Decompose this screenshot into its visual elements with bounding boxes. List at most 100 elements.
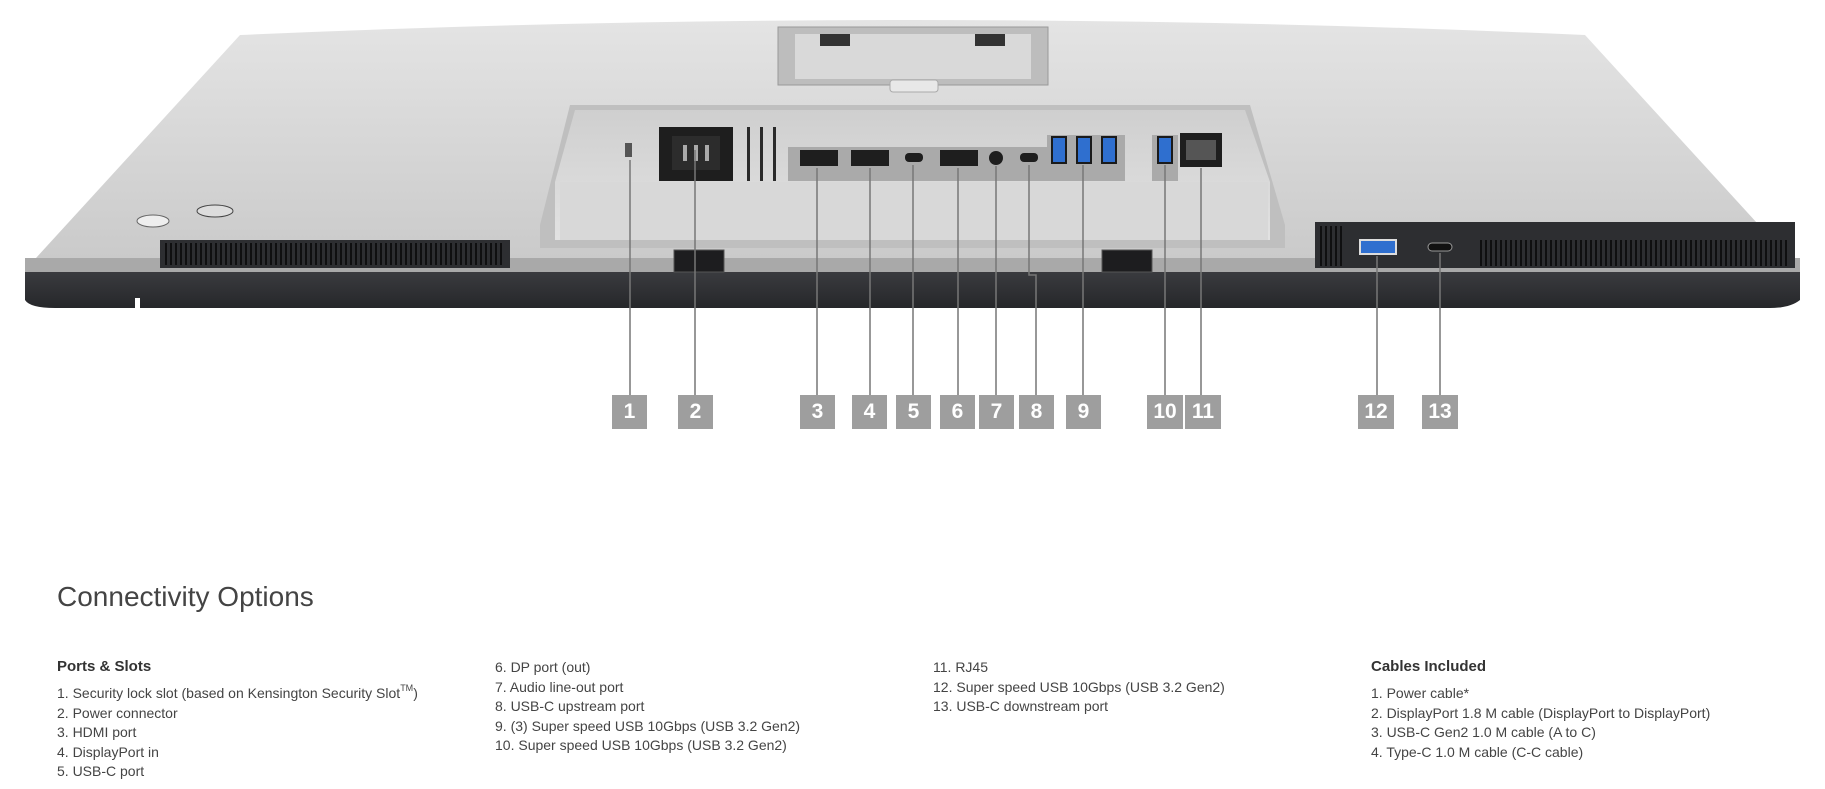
- vent-slat: [1580, 240, 1582, 266]
- vent-slat: [285, 243, 287, 265]
- callout-12: 12: [1358, 395, 1394, 429]
- vent-slat: [350, 243, 352, 265]
- vent-slat: [1695, 240, 1697, 266]
- vent-slat: [1515, 240, 1517, 266]
- vent-slat: [1780, 240, 1782, 266]
- vent-slat: [1565, 240, 1567, 266]
- cables-column: Cables Included 1. Power cable* 2. Displ…: [1371, 658, 1710, 762]
- vent-slat: [410, 243, 412, 265]
- vent-slat: [395, 243, 397, 265]
- usb-c-upstream: [1020, 153, 1038, 162]
- vent-slat: [1765, 240, 1767, 266]
- callout-3: 3: [800, 395, 835, 429]
- vent-slat: [1775, 240, 1777, 266]
- vent-slat: [1335, 226, 1337, 266]
- vent-slat: [1535, 240, 1537, 266]
- cables-title: Cables Included: [1371, 658, 1487, 675]
- vent-slat: [205, 243, 207, 265]
- usb-a-port-1: [1051, 136, 1067, 164]
- vent-slat: [1730, 240, 1732, 266]
- vent-slat: [1610, 240, 1612, 266]
- vent-slat: [445, 243, 447, 265]
- vent-slat: [475, 243, 477, 265]
- vent-slat: [215, 243, 217, 265]
- vent-slat: [310, 243, 312, 265]
- vent-slat: [1720, 240, 1722, 266]
- ports-column-1: Ports & Slots 1. Security lock slot (bas…: [57, 658, 418, 782]
- vent-slat: [1620, 240, 1622, 266]
- vent-slat: [1550, 240, 1552, 266]
- vent-slat: [1630, 240, 1632, 266]
- vent-slat: [1570, 240, 1572, 266]
- vent-slat: [280, 243, 282, 265]
- vent-slat: [1685, 240, 1687, 266]
- vent-slat: [1520, 240, 1522, 266]
- vent-slat: [180, 243, 182, 265]
- list-item: 10. Super speed USB 10Gbps (USB 3.2 Gen2…: [495, 737, 787, 753]
- callout-4: 4: [852, 395, 887, 429]
- vent-slat: [1545, 240, 1547, 266]
- vent-slat: [1605, 240, 1607, 266]
- side-usb-c-port: [1427, 242, 1453, 252]
- vent-slat: [480, 243, 482, 265]
- vent-slat: [1560, 240, 1562, 266]
- vent-slat: [1645, 240, 1647, 266]
- vent-slat: [1490, 240, 1492, 266]
- vent-slat: [1485, 240, 1487, 266]
- list-item: 4. Type-C 1.0 M cable (C-C cable): [1371, 743, 1584, 760]
- usb-a-port-10: [1157, 136, 1173, 164]
- callout-2: 2: [678, 395, 713, 429]
- vent-slat: [245, 243, 247, 265]
- vent-slat: [260, 243, 262, 265]
- vent-slat: [435, 243, 437, 265]
- vent-slat: [1770, 240, 1772, 266]
- displayport-in: [851, 150, 889, 166]
- usb-a-port-2: [1076, 136, 1092, 164]
- list-item: 11. RJ45: [933, 659, 988, 675]
- usb-c-port: [905, 153, 923, 162]
- vent-slat: [170, 243, 172, 265]
- security-lock-slot: [625, 143, 632, 157]
- vent-slat: [1705, 240, 1707, 266]
- list-item: 12. Super speed USB 10Gbps (USB 3.2 Gen2…: [933, 678, 1225, 695]
- vent-slat: [1540, 240, 1542, 266]
- vent-slat: [425, 243, 427, 265]
- list-item: 9. (3) Super speed USB 10Gbps (USB 3.2 G…: [495, 717, 801, 734]
- list-item: 4. DisplayPort in: [57, 743, 159, 760]
- ports-list-2: 6. DP port (out) 7. Audio line-out port …: [495, 658, 800, 756]
- side-usb-a-port: [1359, 239, 1397, 255]
- list-item: 3. HDMI port: [57, 724, 137, 740]
- vent-slat: [1590, 240, 1592, 266]
- vent-slat: [1655, 240, 1657, 266]
- list-item: 8. USB-C upstream port: [495, 698, 645, 714]
- vent-slat: [1755, 240, 1757, 266]
- vent-slat: [230, 243, 232, 265]
- vent-slat: [295, 243, 297, 265]
- vent-slat: [1500, 240, 1502, 266]
- list-item: 3. USB-C Gen2 1.0 M cable (A to C): [1371, 724, 1596, 740]
- vent-slat: [1675, 240, 1677, 266]
- vent-slat: [365, 243, 367, 265]
- vent-slat: [200, 243, 202, 265]
- vent-slat: [1505, 240, 1507, 266]
- callout-leader-lines: [629, 150, 1441, 395]
- vent-slat: [250, 243, 252, 265]
- vent-slat: [1330, 226, 1332, 266]
- vent-slat: [305, 243, 307, 265]
- vent-slat: [415, 243, 417, 265]
- vent-slat: [240, 243, 242, 265]
- hdmi-port: [800, 150, 838, 166]
- vent-slat: [300, 243, 302, 265]
- vent-slat: [370, 243, 372, 265]
- list-item: 2. Power connector: [57, 704, 178, 721]
- vent-slat: [490, 243, 492, 265]
- callout-11: 11: [1185, 395, 1221, 429]
- vent-slat: [255, 243, 257, 265]
- callout-9: 9: [1066, 395, 1101, 429]
- vent-slat: [1735, 240, 1737, 266]
- vent-slat: [220, 243, 222, 265]
- vent-slat: [265, 243, 267, 265]
- vent-slat: [290, 243, 292, 265]
- vent-slat: [440, 243, 442, 265]
- ports-column-2: 6. DP port (out) 7. Audio line-out port …: [495, 658, 800, 756]
